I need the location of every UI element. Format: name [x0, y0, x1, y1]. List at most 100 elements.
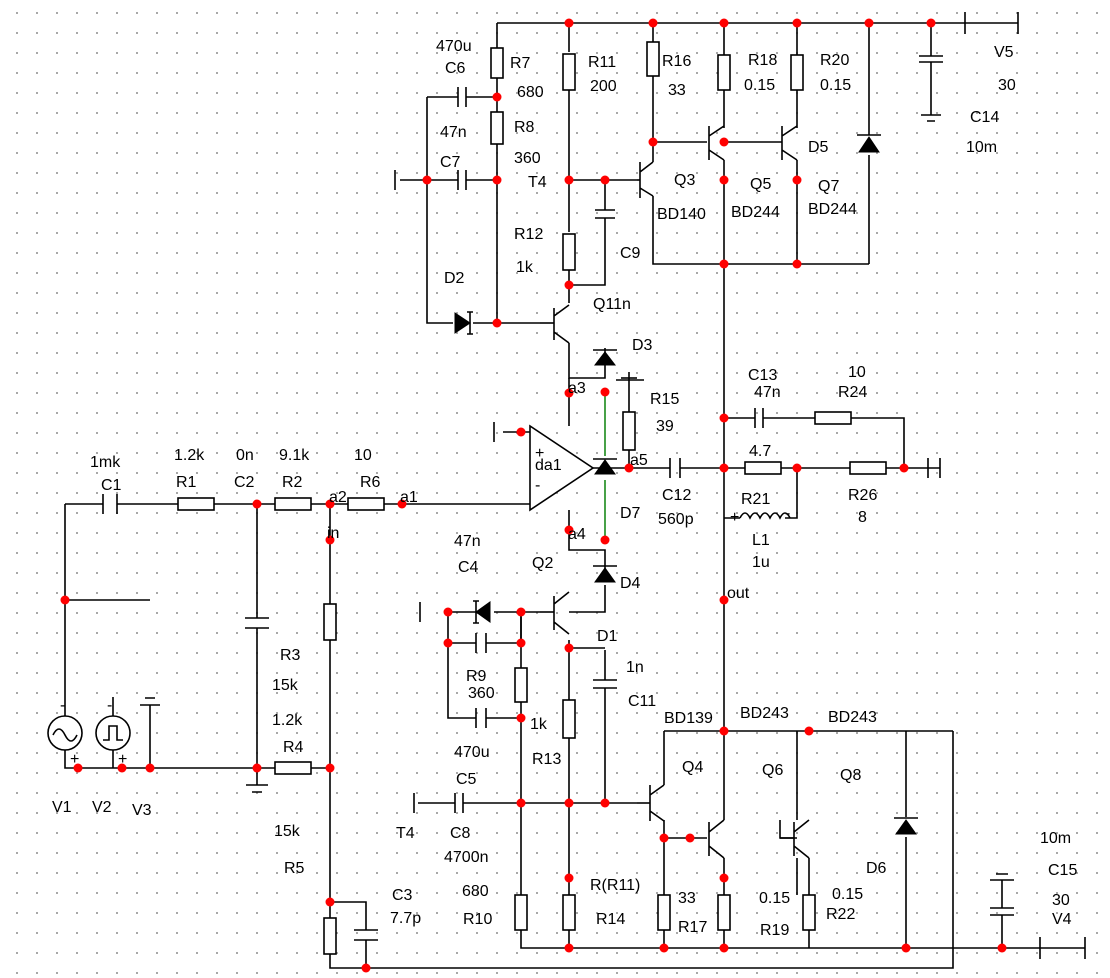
junction-node[interactable]	[804, 726, 814, 736]
resistor-r9[interactable]	[514, 667, 528, 703]
capacitor-c1[interactable]	[102, 494, 118, 514]
capacitor-c6[interactable]	[457, 87, 467, 107]
junction-node[interactable]	[600, 387, 610, 397]
resistor-r24[interactable]	[814, 411, 852, 425]
junction-node[interactable]	[864, 18, 874, 28]
capacitor-c4[interactable]	[475, 633, 487, 653]
junction-node[interactable]	[659, 943, 669, 953]
source-v3-battery[interactable]	[140, 697, 160, 706]
junction-node[interactable]	[719, 595, 729, 605]
diode-d3[interactable]	[593, 349, 617, 366]
junction-node[interactable]	[600, 535, 610, 545]
diode-d5[interactable]	[857, 134, 881, 153]
capacitor-c11[interactable]	[593, 679, 617, 689]
junction-node[interactable]	[252, 499, 262, 509]
junction-node[interactable]	[719, 463, 729, 473]
junction-node[interactable]	[492, 92, 502, 102]
inductor-l1[interactable]	[739, 512, 791, 520]
resistor-r26[interactable]	[849, 461, 887, 475]
diode-d6[interactable]	[894, 817, 918, 835]
diode-d4[interactable]	[593, 565, 617, 583]
resistor-r13[interactable]	[562, 699, 576, 739]
junction-node[interactable]	[792, 463, 802, 473]
junction-node[interactable]	[564, 388, 574, 398]
capacitor-c13[interactable]	[754, 408, 764, 428]
resistor-r8[interactable]	[490, 111, 504, 145]
transistor-q7[interactable]	[724, 125, 798, 161]
resistor-r18[interactable]	[717, 54, 731, 91]
junction-node[interactable]	[719, 943, 729, 953]
junction-node[interactable]	[926, 18, 936, 28]
capacitor-c3[interactable]	[354, 929, 378, 941]
junction-node[interactable]	[719, 413, 729, 423]
resistor-r16[interactable]	[646, 41, 660, 77]
diode-d7[interactable]	[593, 458, 617, 475]
resistor-r21[interactable]	[744, 461, 782, 475]
resistor-r6[interactable]	[347, 497, 385, 511]
source-v2-pulse[interactable]	[95, 715, 131, 751]
junction-node[interactable]	[600, 175, 610, 185]
transistor-q4[interactable]	[637, 784, 665, 822]
junction-node[interactable]	[899, 463, 909, 473]
resistor-r22[interactable]	[802, 894, 816, 931]
resistor-r12[interactable]	[562, 233, 576, 271]
resistor-r20[interactable]	[790, 54, 804, 91]
capacitor-c15[interactable]	[990, 907, 1014, 916]
junction-node[interactable]	[659, 833, 669, 843]
resistor-r3[interactable]	[323, 603, 337, 641]
junction-node[interactable]	[564, 280, 574, 290]
junction-node[interactable]	[325, 897, 335, 907]
junction-node[interactable]	[719, 259, 729, 269]
resistor-r5[interactable]	[323, 917, 337, 955]
junction-node[interactable]	[600, 798, 610, 808]
transistor-q8[interactable]	[780, 819, 810, 859]
capacitor-c2[interactable]	[245, 617, 269, 629]
source-v1-sine[interactable]	[47, 715, 83, 751]
junction-node[interactable]	[792, 18, 802, 28]
junction-node[interactable]	[564, 943, 574, 953]
junction-node[interactable]	[564, 873, 574, 883]
junction-node[interactable]	[648, 18, 658, 28]
transistor-q6[interactable]	[708, 819, 725, 859]
capacitor-c7[interactable]	[457, 170, 467, 190]
junction-node[interactable]	[325, 499, 335, 509]
junction-node[interactable]	[564, 175, 574, 185]
junction-node[interactable]	[792, 259, 802, 269]
junction-node[interactable]	[792, 175, 802, 185]
capacitor-c5[interactable]	[475, 708, 487, 728]
junction-node[interactable]	[901, 943, 911, 953]
capacitor-c12[interactable]	[669, 458, 681, 478]
junction-node[interactable]	[997, 943, 1007, 953]
capacitor-c8[interactable]	[454, 793, 464, 813]
junction-node[interactable]	[325, 763, 335, 773]
junction-node[interactable]	[719, 726, 729, 736]
resistor-r1[interactable]	[177, 497, 215, 511]
resistor-r4[interactable]	[274, 761, 312, 775]
junction-node[interactable]	[516, 607, 526, 617]
capacitor-c14[interactable]	[919, 55, 943, 63]
resistor-r14[interactable]	[562, 894, 576, 931]
junction-node[interactable]	[492, 318, 502, 328]
junction-node[interactable]	[60, 595, 70, 605]
resistor-r17[interactable]	[657, 894, 671, 931]
junction-node[interactable]	[624, 463, 634, 473]
junction-node[interactable]	[719, 137, 729, 147]
junction-node[interactable]	[492, 175, 502, 185]
junction-node[interactable]	[361, 963, 371, 973]
junction-node[interactable]	[443, 607, 453, 617]
junction-node[interactable]	[719, 175, 729, 185]
transistor-q5[interactable]	[708, 125, 725, 161]
junction-node[interactable]	[648, 137, 658, 147]
resistor-r10[interactable]	[514, 894, 528, 931]
transistor-q2[interactable]	[540, 591, 570, 635]
source-v4[interactable]	[1030, 937, 1086, 959]
transistor-q3[interactable]	[637, 161, 654, 198]
junction-node[interactable]	[564, 18, 574, 28]
junction-node[interactable]	[564, 525, 574, 535]
junction-node[interactable]	[443, 638, 453, 648]
junction-node[interactable]	[516, 427, 526, 437]
resistor-r2[interactable]	[274, 497, 312, 511]
transistor-q1[interactable]	[540, 304, 570, 344]
diode-d2[interactable]	[454, 311, 473, 335]
junction-node[interactable]	[325, 535, 335, 545]
